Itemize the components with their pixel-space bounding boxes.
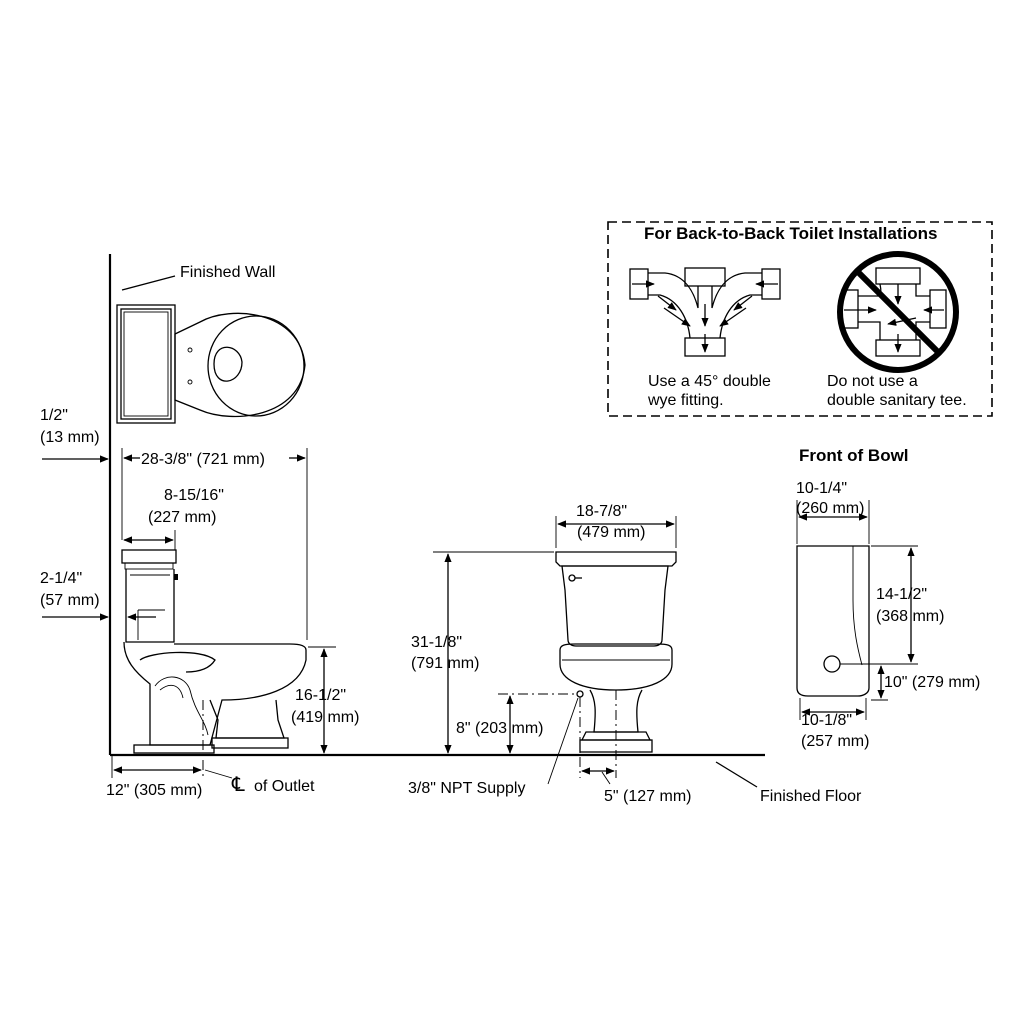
npt-supply-label: 3/8" NPT Supply: [408, 780, 525, 797]
prohibited-sanitary-tee-icon: [837, 251, 959, 373]
wall-gap-mm-label: (13 mm): [40, 429, 100, 446]
centerline-outlet-label: of Outlet: [254, 778, 315, 795]
tank-depth-dimension: 8-15/16" (227 mm): [123, 487, 224, 550]
do-line-1: Use a 45° double: [648, 373, 771, 390]
tank-depth-mm-label: (227 mm): [148, 509, 216, 526]
overall-height-in-label: 31-1/8": [411, 634, 462, 651]
overall-depth-label: 28-3/8" (721 mm): [141, 451, 265, 468]
inset-title: For Back-to-Back Toilet Installations: [644, 224, 937, 243]
base-width-mm-label: (257 mm): [801, 733, 869, 750]
bowl-height-mm-label: (419 mm): [291, 709, 359, 726]
bowl-height-dimension: 16-1/2" (419 mm): [291, 646, 359, 754]
supply-height-dimension: 8" (203 mm): [456, 693, 578, 754]
dont-line-1: Do not use a: [827, 373, 918, 390]
tank-height-mm-label: (368 mm): [876, 608, 944, 625]
back-to-back-inset: For Back-to-Back Toilet Installations Us…: [607, 221, 993, 417]
tank-width-mm-label: (260 mm): [796, 500, 864, 517]
centerline-symbol: ℄: [231, 774, 245, 796]
rough-in-label: 12" (305 mm): [106, 782, 202, 799]
front-of-bowl-view: [796, 545, 870, 697]
overall-width-dimension: 18-7/8" (479 mm): [555, 503, 677, 548]
outlet-height-label: 10" (279 mm): [884, 674, 980, 691]
overall-width-mm-label: (479 mm): [577, 524, 645, 541]
finished-floor: Finished Floor: [110, 753, 862, 805]
do-line-2: wye fitting.: [647, 392, 724, 409]
tank-gap-in-label: 2-1/4": [40, 570, 82, 587]
tank-depth-in-label: 8-15/16": [164, 487, 224, 504]
dont-line-2: double sanitary tee.: [827, 392, 967, 409]
front-view-toilet: [555, 551, 677, 753]
base-width-in-label: 10-1/8": [801, 712, 852, 729]
supply-offset-dimension: 5" (127 mm): [579, 690, 691, 805]
finished-wall: Finished Wall: [108, 254, 275, 755]
tank-height-in-label: 14-1/2": [876, 586, 927, 603]
wall-gap-dimension: 1/2" (13 mm): [40, 407, 109, 463]
top-view-toilet: [116, 304, 306, 424]
tank-height-dimension: 14-1/2" (368 mm): [871, 545, 944, 665]
overall-height-dimension: 31-1/8" (791 mm): [411, 551, 554, 754]
wall-gap-in-label: 1/2": [40, 407, 68, 424]
supply-offset-label: 5" (127 mm): [604, 788, 691, 805]
finished-floor-label: Finished Floor: [760, 788, 862, 805]
tank-gap-dimension: 2-1/4" (57 mm): [40, 570, 156, 621]
base-width-dimension: 10-1/8" (257 mm): [799, 698, 869, 750]
overall-width-in-label: 18-7/8": [576, 503, 627, 520]
rough-in-dimension: 12" (305 mm) ℄ of Outlet: [106, 700, 315, 799]
bowl-height-in-label: 16-1/2": [295, 687, 346, 704]
overall-height-mm-label: (791 mm): [411, 655, 479, 672]
tank-width-dimension: 10-1/4" (260 mm): [796, 480, 870, 544]
double-wye-fitting-icon: [629, 267, 781, 357]
front-of-bowl-title: Front of Bowl: [799, 446, 909, 465]
outlet-height-dimension: 10" (279 mm): [840, 663, 980, 701]
overall-depth-dimension: 28-3/8" (721 mm): [121, 448, 308, 640]
finished-wall-label: Finished Wall: [180, 264, 275, 281]
side-view-toilet: [121, 549, 307, 754]
tank-gap-mm-label: (57 mm): [40, 592, 100, 609]
supply-height-label: 8" (203 mm): [456, 720, 543, 737]
npt-supply-callout: 3/8" NPT Supply: [408, 697, 579, 797]
tank-width-in-label: 10-1/4": [796, 480, 847, 497]
